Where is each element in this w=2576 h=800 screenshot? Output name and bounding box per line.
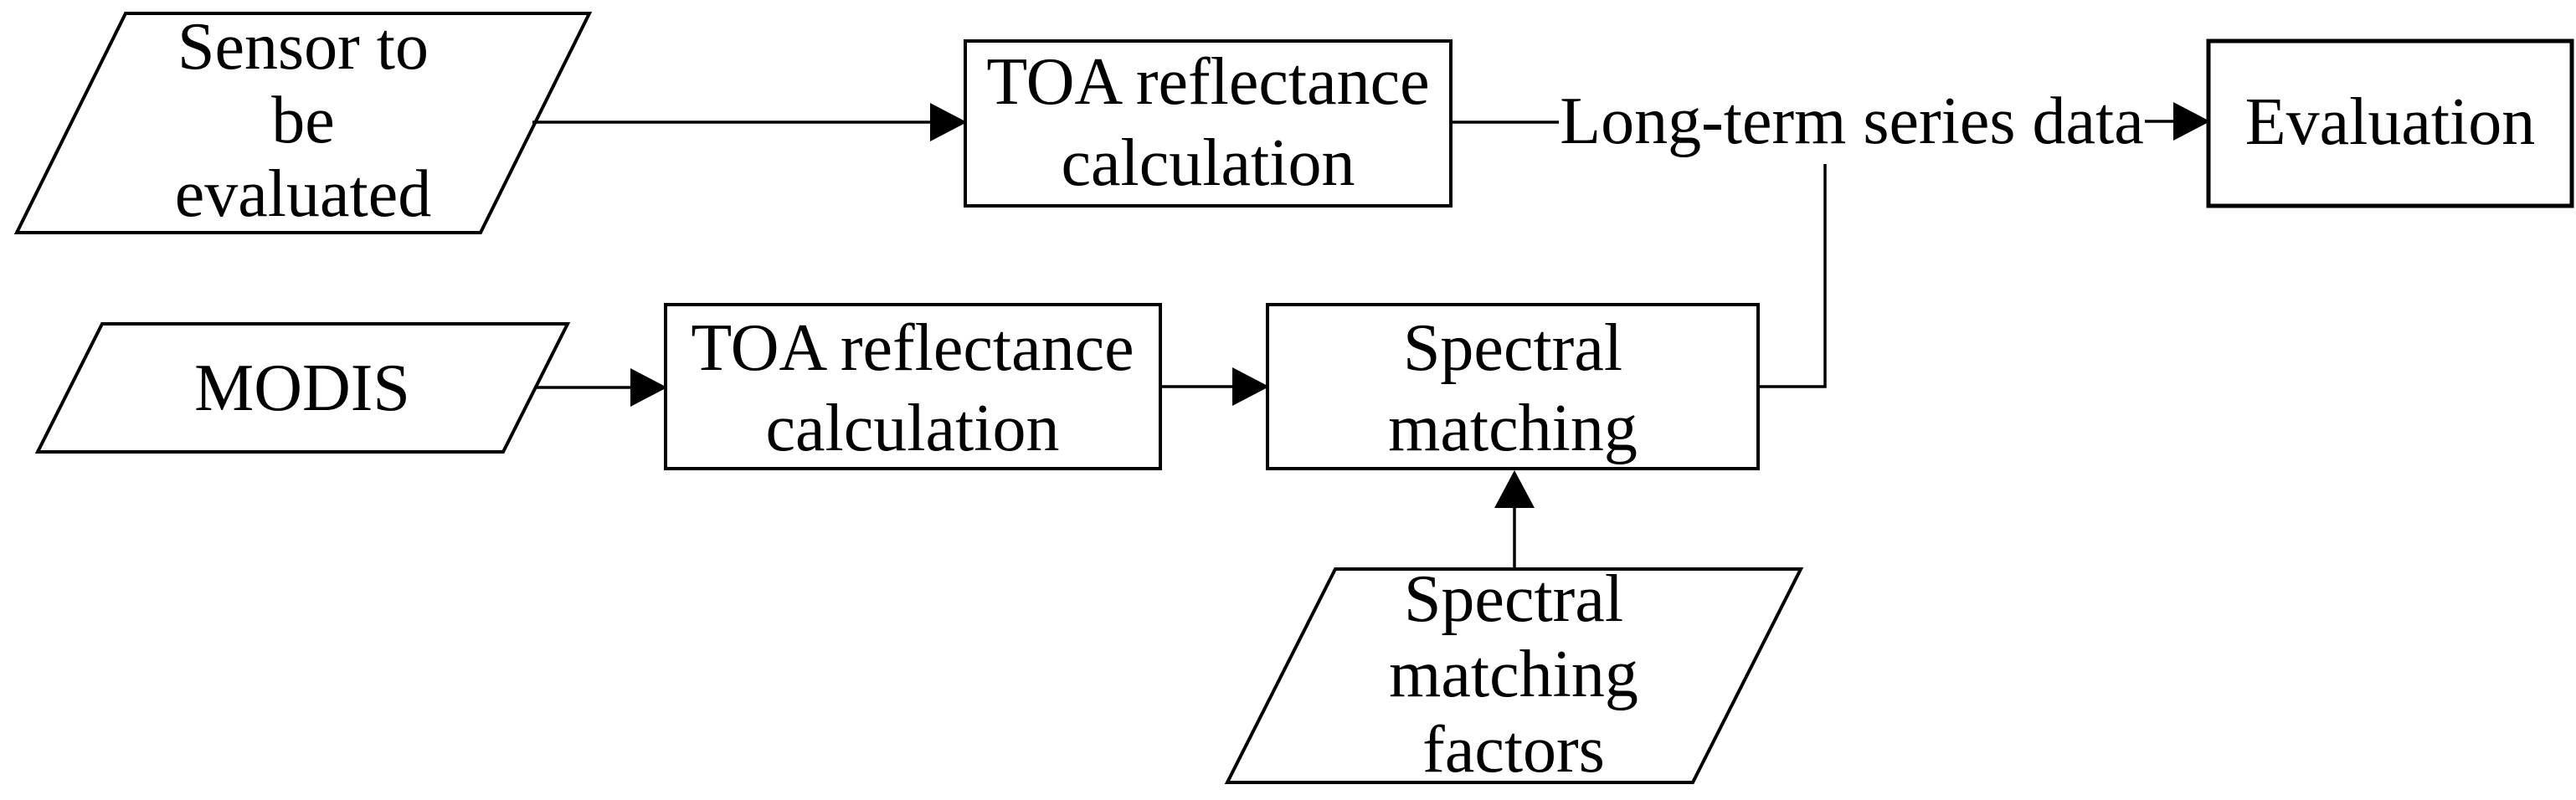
- spectral-matching-label-line: Spectral: [1403, 311, 1622, 385]
- toa-top-label-line: TOA reflectance: [986, 45, 1429, 119]
- evaluation-label-line: Evaluation: [2245, 85, 2536, 159]
- toa-reflectance-top-node: TOA reflectance calculation: [964, 39, 1453, 208]
- arrow-factors-to-spectral-matching: [1494, 470, 1535, 571]
- arrow-modis-to-toa-mid: [537, 368, 667, 407]
- modis-label-line: MODIS: [194, 351, 410, 425]
- arrow-sensor-to-toa-top: [532, 103, 967, 141]
- spectral-factors-label-line: factors: [1422, 713, 1605, 787]
- evaluation-node: Evaluation: [2206, 38, 2574, 208]
- toa-mid-label-line: TOA reflectance: [691, 311, 1134, 385]
- arrowhead-right-icon: [2173, 102, 2210, 141]
- sensor-input-node: Sensor to be evaluated: [13, 10, 593, 234]
- evaluation-box: [2206, 38, 2574, 208]
- modis-parallelogram: [34, 322, 571, 454]
- connector-spectral-matching-to-series-rail: [1758, 164, 1827, 388]
- arrow-toa-mid-to-spectral-matching: [1160, 367, 1269, 406]
- spectral-matching-label-line: matching: [1388, 392, 1638, 465]
- edge-label-long-term-series-data: Long-term series data: [1560, 85, 2144, 158]
- toa-top-label-line: calculation: [1062, 126, 1355, 200]
- sensor-parallelogram: [13, 12, 593, 234]
- spectral-factors-input-node: Spectral matching factors: [1224, 562, 1804, 787]
- toa-mid-label-line: calculation: [766, 392, 1060, 465]
- arrowhead-up-icon: [1494, 470, 1535, 508]
- toa-reflectance-mid-node: TOA reflectance calculation: [664, 303, 1162, 470]
- sensor-label-line: evaluated: [175, 157, 431, 231]
- spectral-matching-node: Spectral matching: [1266, 303, 1760, 470]
- arrowhead-right-icon: [630, 368, 667, 407]
- modis-input-node: MODIS: [34, 322, 571, 454]
- spectral-factors-parallelogram: [1224, 567, 1804, 784]
- toa-reflectance-mid-box: [664, 303, 1162, 470]
- arrowhead-right-icon: [1232, 367, 1269, 406]
- arrowhead-right-icon: [930, 103, 967, 141]
- spectral-matching-box: [1266, 303, 1760, 470]
- toa-reflectance-top-box: [964, 39, 1453, 208]
- sensor-label-line: Sensor to: [177, 10, 429, 84]
- sensor-label-line: be: [271, 84, 335, 157]
- spectral-factors-label-line: matching: [1389, 638, 1638, 711]
- edge-toa-top-to-evaluation: Long-term series data: [1451, 85, 2210, 158]
- spectral-factors-label-line: Spectral: [1404, 562, 1623, 636]
